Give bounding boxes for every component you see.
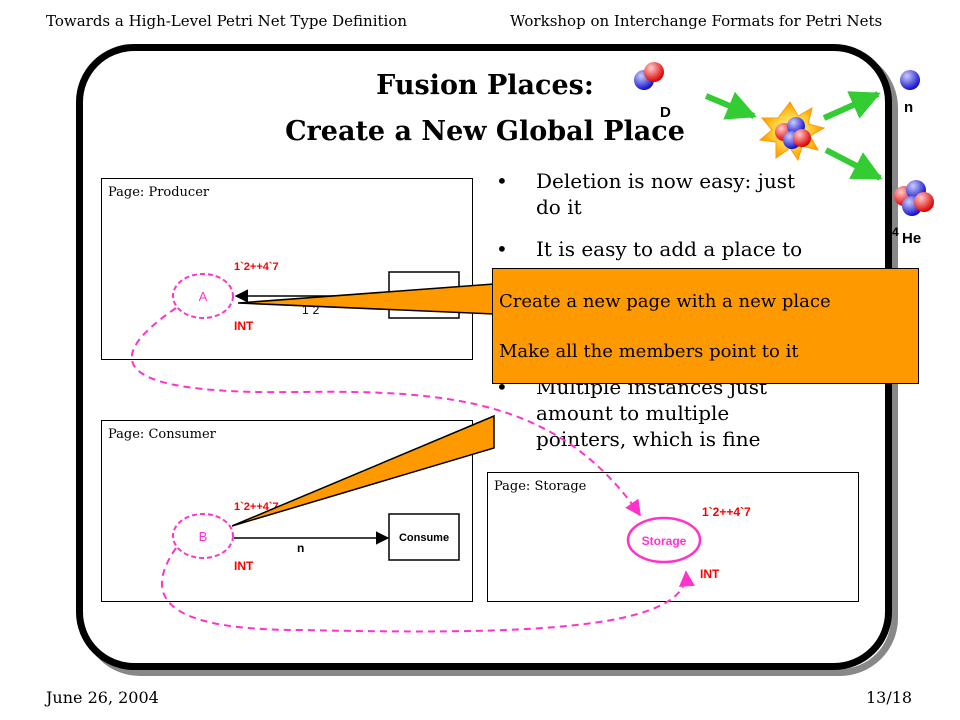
bullet-dot: • (496, 169, 508, 193)
page-storage-label: Page: Storage (494, 479, 587, 494)
page-consumer-label: Page: Consumer (108, 427, 216, 442)
slide-title-line2: Create a New Global Place (285, 116, 685, 147)
bullet-dot: • (496, 237, 508, 261)
bullet-text: It is easy to add a place to (536, 237, 803, 261)
callout-line-2: Make all the members point to it (499, 341, 799, 362)
helium-neutron-icon (902, 196, 922, 216)
helium-proton-icon (914, 192, 934, 212)
header-title: Towards a High-Level Petri Net Type Defi… (46, 12, 408, 30)
footer-page-number: 13/18 (866, 688, 913, 707)
page-producer-box: Page: Producer (101, 178, 473, 360)
label-n: n (904, 99, 913, 116)
page-consumer-box: Page: Consumer (101, 420, 473, 602)
neutron-icon (900, 70, 920, 90)
footer-date: June 26, 2004 (46, 688, 159, 707)
page-producer-label: Page: Producer (108, 185, 210, 200)
slide-title-line1: Fusion Places: (376, 70, 594, 101)
header-event: Workshop on Interchange Formats for Petr… (510, 12, 883, 30)
label-he: He (902, 230, 921, 247)
helium-neutron-icon (906, 180, 926, 200)
callout-line-1: Create a new page with a new place (499, 291, 831, 312)
callout-box: Create a new page with a new place Make … (492, 268, 919, 384)
page-storage-box: Page: Storage (487, 472, 859, 602)
